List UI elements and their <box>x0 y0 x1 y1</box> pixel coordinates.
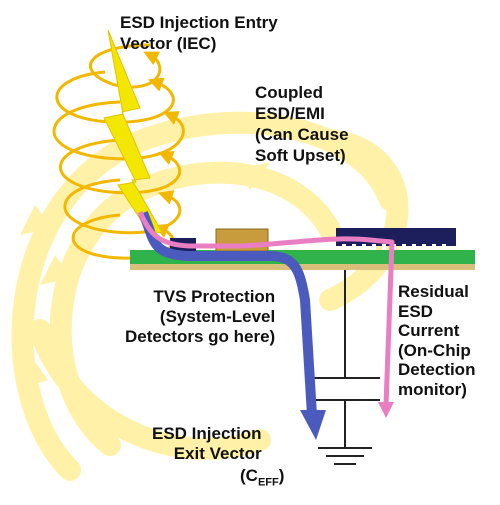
ceff-label-main: (C <box>240 466 258 485</box>
residual-current-arrowhead <box>378 402 394 418</box>
residual-current-path <box>137 211 395 418</box>
field-arrowhead-4 <box>235 162 270 190</box>
coupling-ring-3 <box>52 100 185 161</box>
tvs-protection-label: TVS Protection (System-Level Detectors g… <box>125 287 276 346</box>
field-arrowheads <box>18 162 270 390</box>
coupled-esd-label: Coupled ESD/EMI (Can Cause Soft Upset) <box>255 83 349 165</box>
field-arc-bottom <box>29 319 271 460</box>
ceff-label-subscript: EFF <box>257 476 279 489</box>
ground-capacitor-circuit <box>310 270 380 465</box>
residual-current-label: Residual ESD Current (On-Chip Detection … <box>398 282 476 399</box>
exit-vector-label: ESD Injection Exit Vector <box>152 424 262 463</box>
field-arc-right <box>319 129 409 311</box>
ceff-label: (CEFF) <box>240 466 284 488</box>
ceff-label-close: ) <box>278 466 285 485</box>
field-arrowhead-1 <box>20 205 52 235</box>
pcb-edge <box>130 263 475 270</box>
coupling-ring-4 <box>59 138 182 195</box>
coupling-ring-1 <box>89 43 162 89</box>
field-arrowhead-2 <box>40 255 72 285</box>
field-arrowhead-3 <box>18 355 48 390</box>
coupling-ring-5 <box>63 178 182 235</box>
entry-vector-label: ESD Injection Entry Vector (IEC) <box>120 13 278 53</box>
esd-exit-arrowhead <box>300 410 326 440</box>
